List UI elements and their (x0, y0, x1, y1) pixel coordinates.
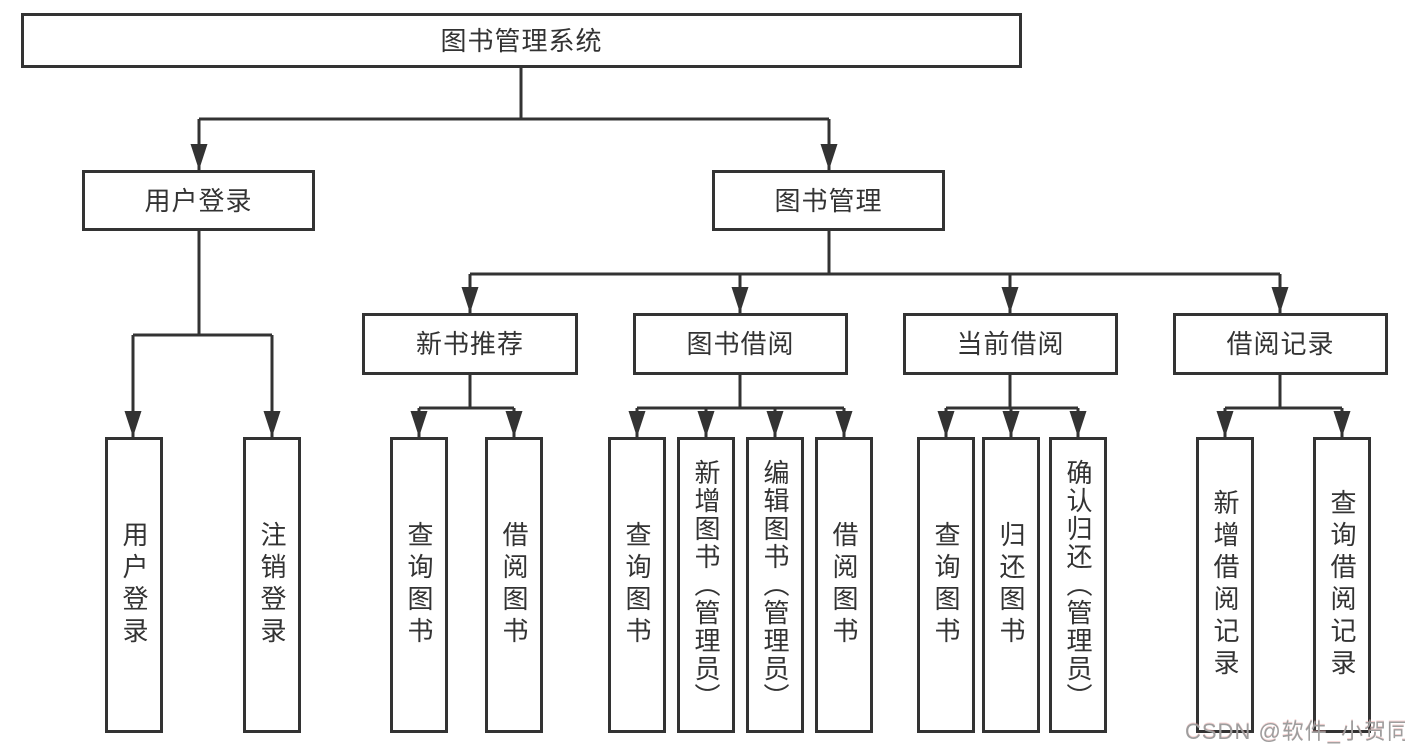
edge-current-borrow-children (937, 375, 1087, 437)
leaf-label: 用户登录 (119, 521, 149, 649)
leaf-label: 借阅图书 (829, 521, 859, 649)
edge-borrow-records-children (1216, 375, 1351, 437)
leaf-label: 查询图书 (404, 521, 434, 649)
leaf-logout: 注销登录 (243, 437, 301, 733)
leaf-label: 确认归还（管理员） (1063, 459, 1093, 711)
leaf-borrow-edit-books-admin: 编辑图书（管理员） (746, 437, 804, 733)
edge-root-to-level2 (190, 68, 838, 170)
edge-book-management-children (461, 231, 1289, 313)
leaf-label: 新增借阅记录 (1210, 489, 1240, 681)
leaf-borrow-borrow-books: 借阅图书 (815, 437, 873, 733)
node-current-borrow: 当前借阅 (903, 313, 1118, 375)
leaf-current-confirm-return-admin: 确认归还（管理员） (1049, 437, 1107, 733)
leaf-current-query-books: 查询图书 (917, 437, 975, 733)
leaf-current-return-books: 归还图书 (982, 437, 1040, 733)
leaf-label: 归还图书 (996, 521, 1026, 649)
leaf-label: 查询图书 (622, 521, 652, 649)
node-borrow-records: 借阅记录 (1173, 313, 1388, 375)
leaf-recommend-borrow-books: 借阅图书 (485, 437, 543, 733)
edge-user-login-children (124, 231, 281, 437)
node-book-borrow: 图书借阅 (633, 313, 848, 375)
node-root: 图书管理系统 (21, 13, 1022, 68)
watermark-text: CSDN @软件_小贺同学 (1185, 719, 1405, 744)
leaf-label: 查询借阅记录 (1327, 489, 1357, 681)
node-user-login: 用户登录 (82, 170, 315, 231)
leaf-borrow-add-books-admin: 新增图书（管理员） (677, 437, 735, 733)
leaf-label: 新增图书（管理员） (691, 459, 721, 711)
leaf-label: 借阅图书 (499, 521, 529, 649)
leaf-records-query-record: 查询借阅记录 (1313, 437, 1371, 733)
node-new-book-recommend: 新书推荐 (362, 313, 578, 375)
leaf-label: 查询图书 (931, 521, 961, 649)
leaf-borrow-query-books: 查询图书 (608, 437, 666, 733)
leaf-user-login: 用户登录 (105, 437, 163, 733)
node-book-management: 图书管理 (712, 170, 945, 231)
leaf-recommend-query-books: 查询图书 (390, 437, 448, 733)
edge-book-borrow-children (628, 375, 853, 437)
leaf-label: 编辑图书（管理员） (760, 459, 790, 711)
leaf-records-add-record: 新增借阅记录 (1196, 437, 1254, 733)
leaf-label: 注销登录 (257, 521, 287, 649)
edge-new-book-recommend-children (410, 375, 523, 437)
